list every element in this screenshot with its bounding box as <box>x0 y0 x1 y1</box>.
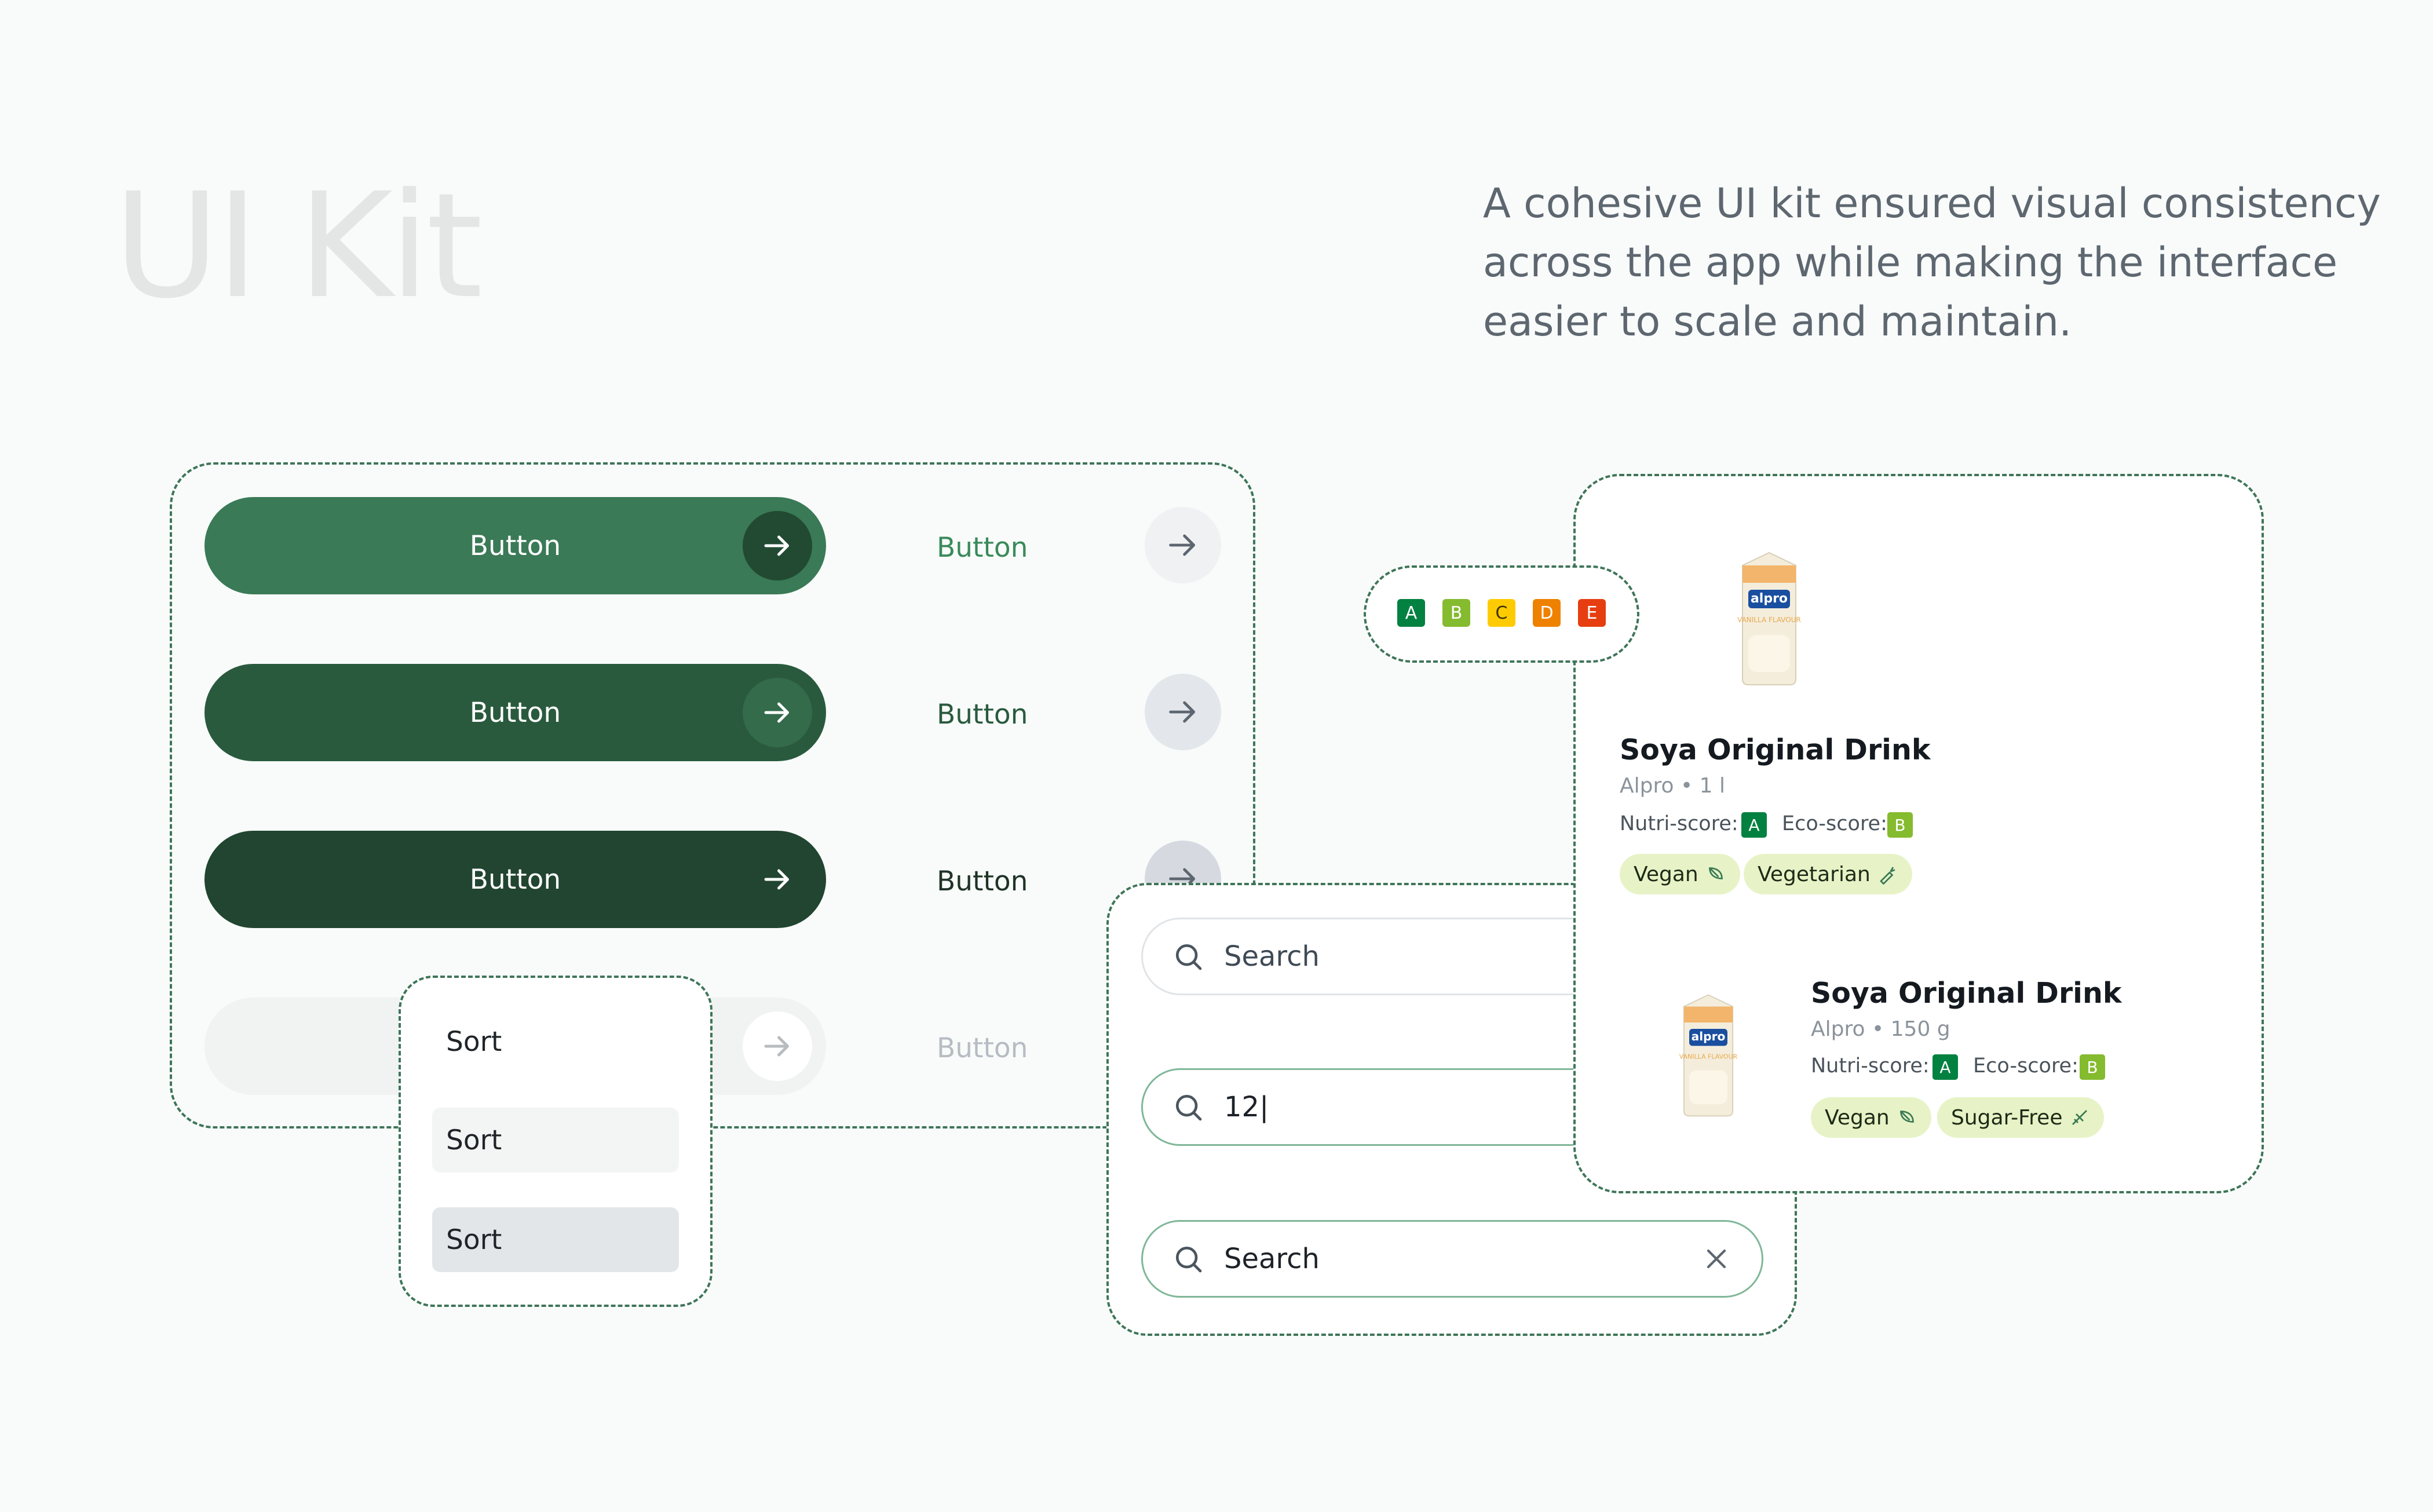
nutri-scale-frame <box>1364 565 1639 663</box>
sort-option-hover[interactable]: Sort <box>432 1108 679 1173</box>
tag-label: Sugar-Free <box>1951 1105 2063 1130</box>
nutri-score-label: Nutri-score: <box>1620 812 1738 835</box>
eco-score-badge: B <box>2080 1054 2105 1080</box>
product-panel-frame <box>1573 474 2264 1193</box>
tag-label: Vegan <box>1825 1105 1890 1130</box>
arrow-right-icon <box>743 678 812 747</box>
tag-sugar-free: Sugar-Free <box>1937 1097 2105 1138</box>
buttons-frame <box>170 462 1255 1128</box>
arrow-right-icon <box>743 845 812 914</box>
page-title: UI Kit <box>114 162 483 330</box>
text-button-default[interactable]: Button <box>937 532 1028 564</box>
nutri-badge-d: D <box>1533 599 1561 627</box>
primary-button-default[interactable]: Button <box>204 497 826 594</box>
product-title[interactable]: Soya Original Drink <box>1620 733 1931 766</box>
tag-vegan: Vegan <box>1811 1097 1931 1138</box>
carrot-icon <box>1879 867 1895 885</box>
leaf-icon <box>1899 1111 1914 1123</box>
eco-score-label: Eco-score: <box>1973 1054 2078 1078</box>
sort-option-default[interactable]: Sort <box>432 1009 679 1074</box>
product-image: alpro VANILLA FLAVOUR <box>1737 552 1801 685</box>
sort-option-pressed[interactable]: Sort <box>432 1207 679 1272</box>
product-image: alpro VANILLA FLAVOUR <box>1679 994 1738 1117</box>
nutri-score-badge: A <box>1932 1054 1958 1080</box>
search-icon <box>1175 1247 1202 1273</box>
tag-vegetarian: Vegetarian <box>1744 854 1912 894</box>
tag-label: Vegetarian <box>1758 862 1871 886</box>
brand-mark: alpro <box>1751 591 1788 606</box>
tag-vegan: Vegan <box>1620 854 1740 894</box>
search-value: 12| <box>1224 1091 1269 1123</box>
search-icon <box>1175 944 1202 970</box>
search-placeholder: Search <box>1224 940 1320 973</box>
nutri-badge-e: E <box>1578 599 1606 627</box>
text-button-hover[interactable]: Button <box>937 699 1028 731</box>
text-button-pressed[interactable]: Button <box>937 865 1028 897</box>
button-label: Button <box>469 529 561 562</box>
search-value: Search <box>1224 1243 1320 1275</box>
primary-button-pressed[interactable]: Button <box>204 831 826 928</box>
primary-button-hover[interactable]: Button <box>204 664 826 761</box>
arrow-right-icon <box>743 511 812 580</box>
nutri-badge-a: A <box>1397 599 1425 627</box>
pack-text: VANILLA FLAVOUR <box>1679 1053 1738 1060</box>
sort-menu-frame <box>399 976 713 1307</box>
button-label: Button <box>469 863 561 896</box>
nutri-score-badge: A <box>1741 812 1767 838</box>
nutri-badge-c: C <box>1488 599 1515 627</box>
nutri-score-label: Nutri-score: <box>1811 1054 1930 1078</box>
arrow-right-icon <box>1169 534 1196 556</box>
search-icon <box>1175 1095 1202 1121</box>
text-button-disabled[interactable]: Button <box>937 1032 1028 1064</box>
arrow-right-icon <box>743 1011 812 1081</box>
arrow-button-hover[interactable] <box>1145 674 1221 750</box>
close-icon[interactable] <box>1700 1243 1733 1275</box>
eco-score-badge: B <box>1887 812 1913 838</box>
brand-mark: alpro <box>1692 1029 1726 1043</box>
product-meta: Alpro • 1 l <box>1620 774 1725 798</box>
page-description: A cohesive UI kit ensured visual consist… <box>1483 180 2381 345</box>
arrow-right-icon <box>1169 701 1196 723</box>
tag-label: Vegan <box>1634 862 1698 886</box>
product-title[interactable]: Soya Original Drink <box>1811 977 2122 1010</box>
pack-text: VANILLA FLAVOUR <box>1737 616 1801 624</box>
product-meta: Alpro • 150 g <box>1811 1017 1950 1041</box>
leaf-icon <box>1708 867 1723 879</box>
eco-score-label: Eco-score: <box>1782 812 1887 835</box>
nutri-badge-b: B <box>1442 599 1470 627</box>
search-input-filled[interactable]: Search <box>1141 1220 1763 1298</box>
no-sugar-icon <box>2072 1110 2088 1125</box>
arrow-button-default[interactable] <box>1145 507 1221 583</box>
button-label: Button <box>469 696 561 729</box>
